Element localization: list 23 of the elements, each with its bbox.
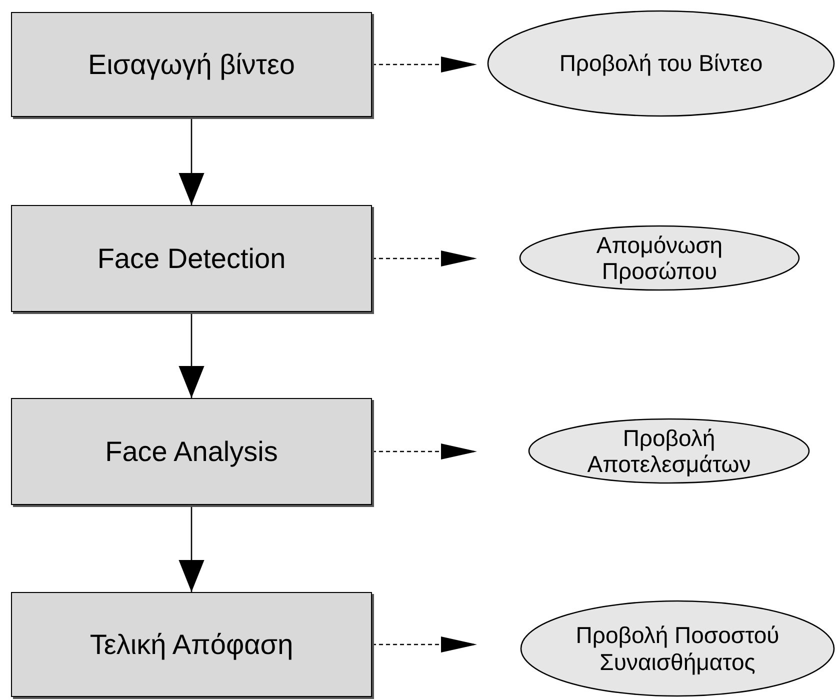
dashed-arrow bbox=[372, 636, 477, 652]
output-ellipse bbox=[528, 418, 810, 484]
output-ellipse bbox=[520, 600, 835, 697]
node-label: Εισαγωγή βίντεο bbox=[86, 48, 296, 80]
dashed-arrow bbox=[372, 56, 477, 72]
node-label: Προβολή Αποτελεσμάτων bbox=[586, 424, 752, 478]
process-box bbox=[11, 12, 372, 117]
node-label: Face Analysis bbox=[104, 436, 279, 468]
node-label: Προβολή του Βίντεο bbox=[559, 50, 763, 77]
output-ellipse bbox=[487, 10, 835, 117]
node-label: Απομόνωση Προσώπου bbox=[595, 232, 724, 284]
arrow bbox=[178, 312, 204, 398]
process-box bbox=[11, 205, 372, 312]
output-ellipse bbox=[519, 225, 800, 291]
node-label: Προβολή Ποσοστού Συναισθήματος bbox=[574, 622, 780, 675]
arrow bbox=[178, 117, 204, 205]
process-box bbox=[11, 592, 372, 697]
process-box bbox=[11, 398, 372, 505]
dashed-arrow bbox=[372, 444, 477, 460]
node-label: Τελική Απόφαση bbox=[88, 628, 294, 660]
node-label: Face Detection bbox=[96, 242, 287, 274]
dashed-arrow bbox=[372, 250, 477, 266]
arrow bbox=[178, 505, 204, 592]
